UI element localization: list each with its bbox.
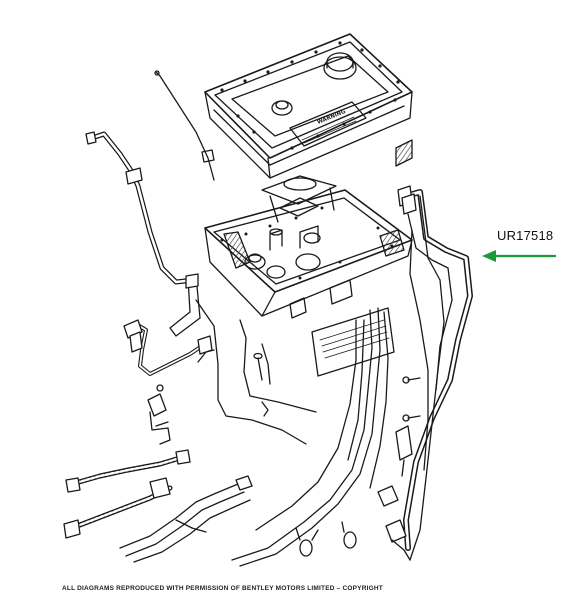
- filter-assembly: [261, 175, 337, 223]
- banjo-fitting-2: [341, 521, 357, 549]
- bolt-small-3: [402, 414, 421, 422]
- pipes-left-centre: [195, 299, 317, 445]
- arrow-left-icon: [482, 250, 556, 262]
- pipe-union-lower-right: [377, 485, 411, 561]
- reservoir-body: [204, 189, 413, 319]
- copyright-notice: ALL DIAGRAMS REPRODUCED WITH PERMISSION …: [62, 585, 383, 592]
- clip-small: [261, 401, 269, 417]
- pipes-central: [231, 307, 389, 567]
- part-number-label: UR17518: [497, 228, 554, 243]
- hose-lower-left-1: [65, 449, 191, 493]
- hose-upper-left: [85, 131, 199, 289]
- elbow-pipe-left: [123, 319, 213, 376]
- hose-lower-left-2: [63, 477, 173, 539]
- bolt-small-2: [402, 376, 421, 384]
- pipe-bundle-right: [397, 185, 473, 561]
- dipstick-rod: [155, 71, 215, 181]
- reservoir-lid: WARNING: [204, 33, 413, 179]
- banjo-fitting-3: [395, 425, 413, 477]
- banjo-fitting-1: [295, 527, 319, 557]
- pipe-clip: [147, 384, 171, 445]
- pipes-lower-bundle: [119, 475, 253, 563]
- bolt-small-1: [253, 352, 263, 381]
- identification-plate: [311, 307, 395, 377]
